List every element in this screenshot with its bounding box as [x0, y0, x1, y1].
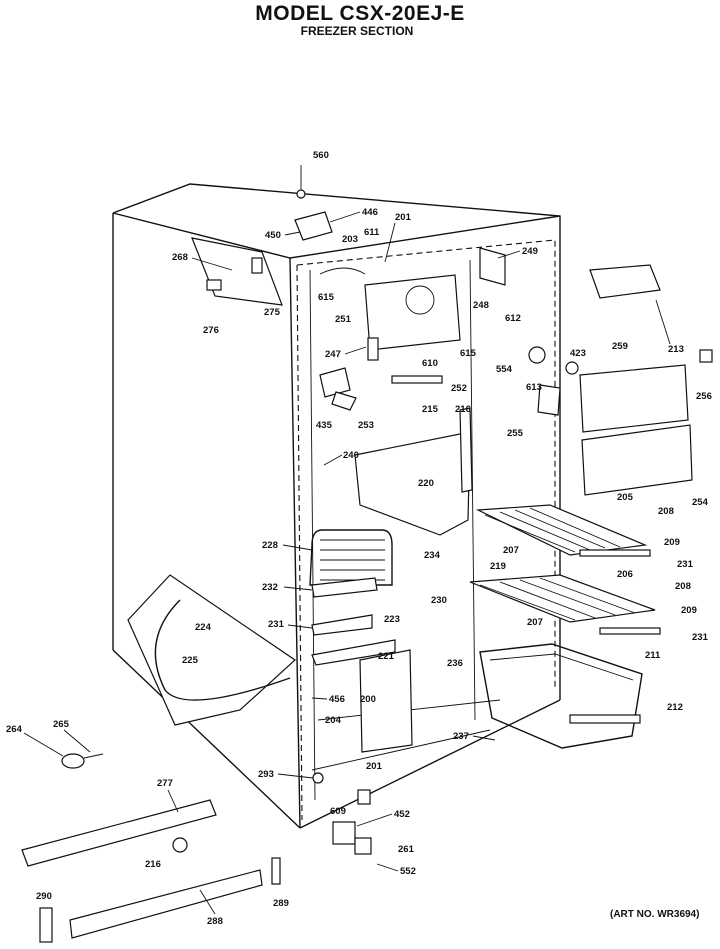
label-203: 203: [342, 234, 358, 245]
label-248: 248: [473, 300, 489, 311]
label-224: 224: [195, 622, 212, 633]
label-613: 613: [526, 382, 542, 393]
label-277: 277: [157, 778, 173, 789]
label-612: 612: [505, 313, 521, 324]
label-615b: 615: [460, 348, 477, 359]
label-204: 204: [325, 715, 342, 726]
label-206: 206: [617, 569, 633, 580]
art-number: (ART NO. WR3694): [610, 909, 700, 920]
label-435: 435: [316, 420, 333, 431]
label-223: 223: [384, 614, 400, 625]
label-609: 609: [330, 806, 346, 817]
label-254: 254: [692, 497, 709, 508]
label-209b: 209: [681, 605, 697, 616]
label-259: 259: [612, 341, 628, 352]
label-265: 265: [53, 719, 70, 730]
shelves: [469, 504, 661, 635]
label-252: 252: [451, 383, 467, 394]
label-255: 255: [507, 428, 524, 439]
label-450: 450: [265, 230, 281, 241]
label-452: 452: [394, 809, 410, 820]
label-216b: 216: [145, 859, 161, 870]
label-231b: 231: [268, 619, 285, 630]
label-253: 253: [358, 420, 374, 431]
label-207: 207: [503, 545, 519, 556]
bottom-parts: [21, 753, 372, 943]
label-200: 200: [360, 694, 376, 705]
label-234: 234: [424, 550, 441, 561]
label-219: 219: [490, 561, 506, 572]
label-213: 213: [668, 344, 684, 355]
label-236: 236: [447, 658, 463, 669]
diagram-subtitle: FREEZER SECTION: [300, 24, 414, 38]
label-268: 268: [172, 252, 188, 263]
label-216: 216: [455, 404, 471, 415]
label-205: 205: [617, 492, 634, 503]
evaporator-cover: [354, 274, 473, 536]
label-261: 261: [398, 844, 415, 855]
label-240: 240: [343, 450, 359, 461]
evaporator-coil: [309, 529, 393, 586]
label-249: 249: [522, 246, 538, 257]
label-231c: 231: [692, 632, 709, 643]
label-237: 237: [453, 731, 469, 742]
label-201: 201: [395, 212, 412, 223]
label-209: 209: [664, 537, 680, 548]
label-221: 221: [378, 651, 395, 662]
label-225: 225: [182, 655, 199, 666]
label-264: 264: [6, 724, 23, 735]
label-610: 610: [422, 358, 438, 369]
label-423: 423: [570, 348, 586, 359]
label-289: 289: [273, 898, 289, 909]
label-446: 446: [362, 207, 378, 218]
diagram-title: MODEL CSX-20EJ-E: [255, 2, 465, 25]
bin-basket: [479, 643, 643, 749]
label-251: 251: [335, 314, 352, 325]
label-611: 611: [364, 227, 380, 238]
label-232: 232: [262, 582, 278, 593]
part-callouts: 560 446 450 201 203 611 268 615 251 249 …: [6, 150, 712, 927]
label-288: 288: [207, 916, 223, 927]
label-231: 231: [677, 559, 694, 570]
label-201b: 201: [366, 761, 383, 772]
label-552: 552: [400, 866, 416, 877]
label-247: 247: [325, 349, 341, 360]
label-207b: 207: [527, 617, 543, 628]
label-228: 228: [262, 540, 278, 551]
label-208b: 208: [675, 581, 691, 592]
label-560: 560: [313, 150, 329, 161]
top-parts: [206, 189, 713, 411]
label-615: 615: [318, 292, 335, 303]
label-212: 212: [667, 702, 683, 713]
label-275: 275: [264, 307, 281, 318]
label-293: 293: [258, 769, 274, 780]
label-208: 208: [658, 506, 674, 517]
interior-rails: [311, 577, 413, 753]
label-290: 290: [36, 891, 52, 902]
label-211: 211: [645, 650, 661, 661]
label-554: 554: [496, 364, 513, 375]
label-256: 256: [696, 391, 712, 402]
label-456: 456: [329, 694, 345, 705]
door-parts: [537, 264, 693, 496]
label-230: 230: [431, 595, 447, 606]
label-215: 215: [422, 404, 439, 415]
label-220: 220: [418, 478, 434, 489]
label-276: 276: [203, 325, 219, 336]
